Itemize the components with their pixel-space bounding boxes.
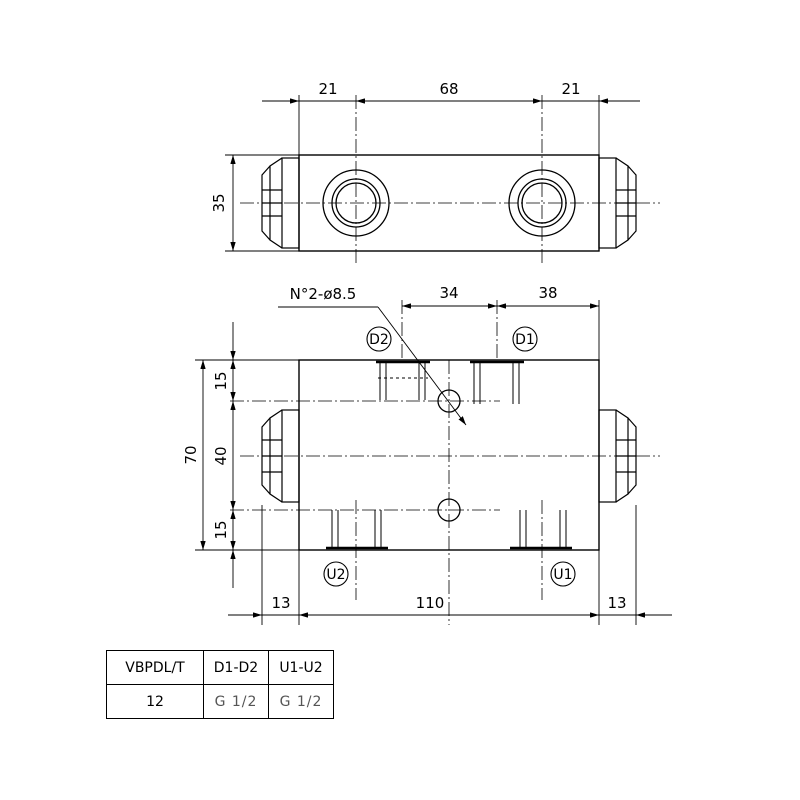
spec-header-model: VBPDL/T — [106, 650, 204, 685]
port-u2-badge — [323, 561, 349, 587]
port-d1-badge — [512, 326, 538, 352]
spec-header-d-ports: D1-D2 — [203, 650, 269, 685]
dim-front-v-total: 70 — [182, 445, 200, 464]
port-d2-badge — [366, 326, 392, 352]
port-d2-label: D2 — [369, 332, 389, 348]
dim-front-bottom-right: 13 — [607, 594, 626, 612]
spec-table-row: 12 G 1/2 G 1/2 — [106, 684, 334, 719]
port-u1-badge — [550, 561, 576, 587]
dim-front-bottom-left: 13 — [271, 594, 290, 612]
hole-note: N°2-ø8.5 — [290, 285, 357, 303]
spec-cell-u-ports: G 1/2 — [268, 684, 334, 719]
dim-front-top-right: 38 — [538, 284, 557, 302]
port-bores-top — [376, 360, 524, 404]
port-u1-label: U1 — [553, 567, 572, 583]
spec-table: VBPDL/T D1-D2 U1-U2 12 G 1/2 G 1/2 — [106, 650, 334, 719]
spec-cell-model: 12 — [106, 684, 204, 719]
port-u2-label: U2 — [326, 567, 345, 583]
dim-front-top-middle: 34 — [439, 284, 458, 302]
dim-front-v-middle: 40 — [212, 446, 230, 465]
top-view — [225, 95, 660, 265]
dim-front-v-top: 15 — [212, 371, 230, 390]
dim-top-right: 21 — [561, 80, 580, 98]
spec-table-header-row: VBPDL/T D1-D2 U1-U2 — [106, 650, 334, 685]
dim-top-left: 21 — [318, 80, 337, 98]
spec-cell-d-ports: G 1/2 — [203, 684, 269, 719]
spec-header-u-ports: U1-U2 — [268, 650, 334, 685]
dim-front-bottom-middle: 110 — [416, 594, 445, 612]
port-d1-label: D1 — [515, 332, 535, 348]
port-bores-bottom — [326, 510, 572, 550]
dim-front-v-bottom: 15 — [212, 520, 230, 539]
front-view — [195, 300, 672, 625]
dim-top-middle: 68 — [439, 80, 458, 98]
dim-top-height: 35 — [210, 193, 228, 212]
